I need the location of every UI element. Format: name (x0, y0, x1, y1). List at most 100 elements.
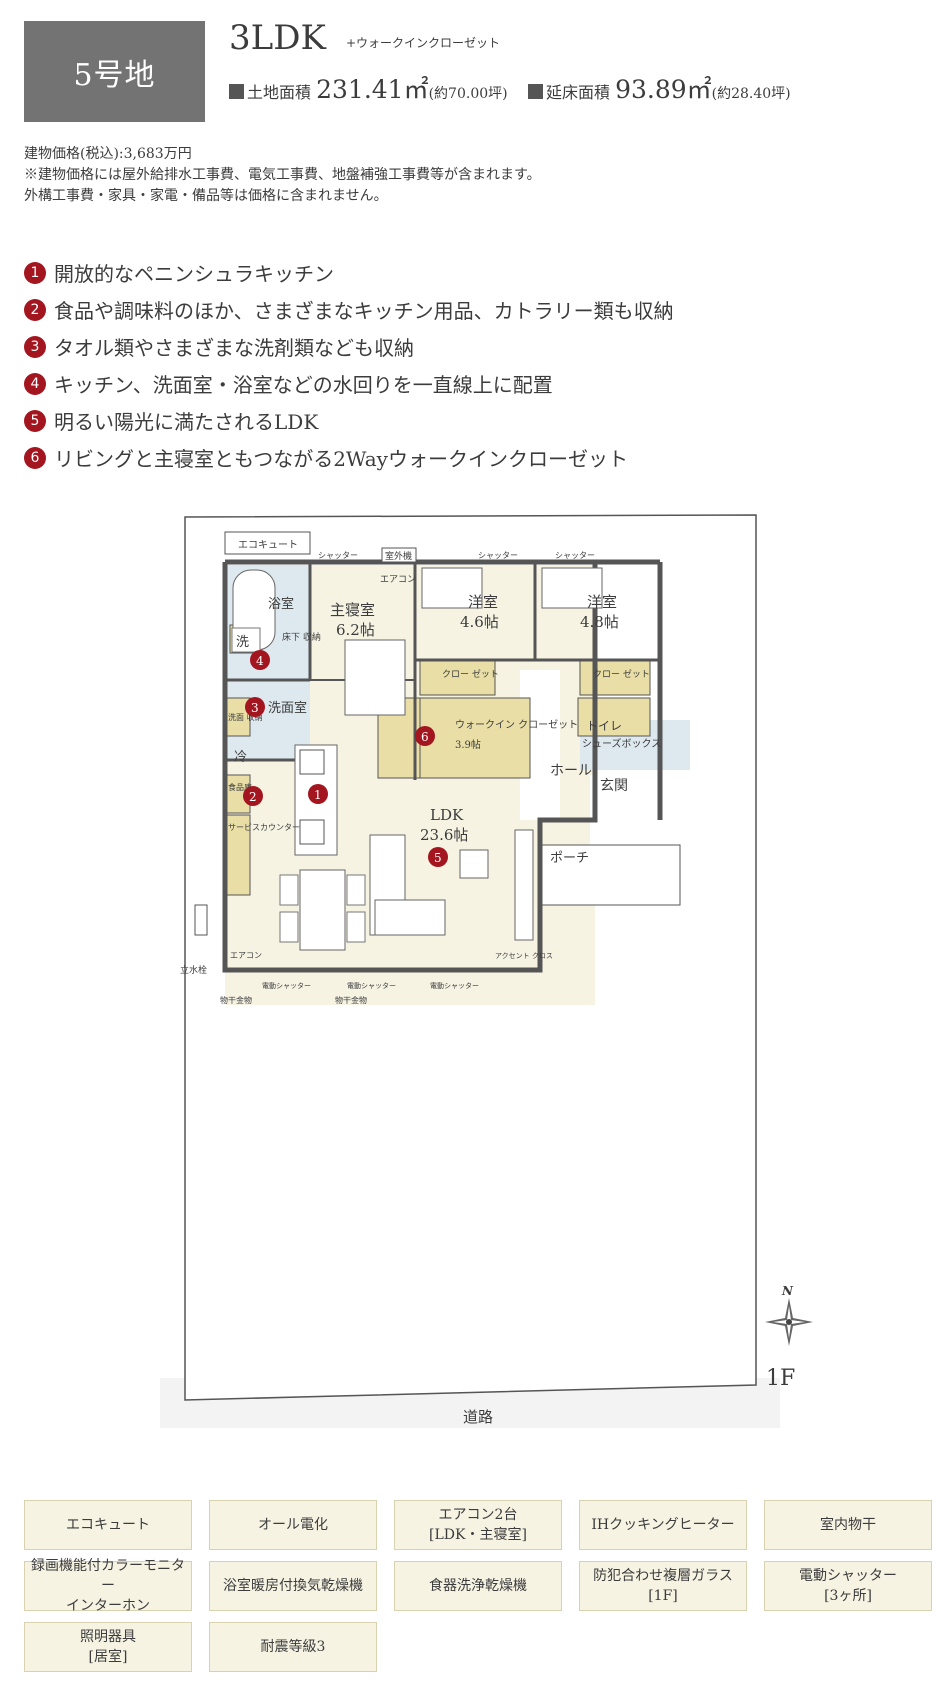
price-note: ※建物価格には屋外給排水工事費、電気工事費、地盤補強工事費等が含まれます。 (24, 167, 541, 183)
closet-2 (579, 659, 651, 696)
dining-chair (346, 911, 366, 943)
equipment-item: 食器洗浄乾燥機 (394, 1561, 562, 1611)
porch-label: ポーチ (550, 851, 589, 866)
compass-north-label: N (782, 1284, 793, 1298)
shoe-storage (577, 697, 651, 737)
service-counter-label: サービスカウンター (228, 823, 300, 832)
shutter-label: シャッター (478, 551, 518, 560)
feature-text: 開放的なペニンシュラキッチン (54, 262, 334, 286)
marker-6: 6 (415, 726, 435, 746)
outdoor-unit (381, 547, 417, 563)
feature-text: タオル類やさまざまな洗剤類なども収納 (54, 336, 414, 360)
western2-size: 4.8帖 (580, 613, 619, 631)
floor-plan-drawing: エコキュート 室外機 シャッター シャッター シャッター エアコン 浴室 床下 … (160, 514, 780, 1428)
svg-text:2: 2 (249, 790, 257, 804)
floor-plan: エコキュート 室外機 シャッター シャッター シャッター エアコン 浴室 床下 … (150, 500, 800, 1450)
hall-label: ホール (550, 763, 592, 779)
laundry-pole-label: 物干金物 (335, 995, 367, 1005)
ecocute-unit (224, 531, 311, 555)
floor-label: 1F (766, 1366, 796, 1391)
ih-cooktop-icon (299, 749, 325, 775)
elec-shutter-label: 電動シャッター (430, 981, 479, 990)
sink-icon (299, 819, 325, 845)
price-block: 建物価格(税込):3,683万円 ※建物価格には屋外給排水工事費、電気工事費、地… (24, 144, 541, 207)
feature-number: 5 (24, 409, 46, 432)
price-line: 建物価格(税込):3,683万円 (24, 146, 192, 162)
master-bed-bed (344, 639, 406, 716)
bed-1 (421, 567, 483, 609)
svg-text:4: 4 (256, 654, 264, 668)
ldk-label: LDK (430, 806, 464, 824)
wash-label: 洗 (236, 635, 249, 650)
walk-in-closet (419, 697, 531, 779)
land-area-tsubo: (約70.00坪) (428, 86, 508, 102)
plan-type: 3LDK (229, 18, 326, 58)
entrance-label: 玄関 (600, 777, 628, 794)
western2-label: 洋室 (587, 593, 617, 611)
equipment-item: 浴室暖房付換気乾燥機 (209, 1561, 377, 1611)
feature-item: 5 明るい陽光に満たされるLDK (24, 402, 674, 439)
dining-table (299, 869, 346, 951)
equipment-item: 電動シャッター [3ヶ所] (764, 1561, 932, 1611)
plan-type-sub: +ウォークインクローゼット (346, 36, 501, 50)
price-note: 外構工事費・家具・家電・備品等は価格に含まれません。 (24, 188, 388, 204)
equipment-item: エアコン2台 [LDK・主寝室] (394, 1500, 562, 1550)
svg-text:1: 1 (314, 788, 322, 802)
accent-cross-label: アクセント クロス (495, 952, 553, 960)
square-bullet-icon (527, 84, 543, 99)
area-row: 土地面積 231.41㎡(約70.00坪) 延床面積 93.89㎡(約28.40… (229, 70, 791, 106)
bed-2 (541, 567, 603, 609)
svg-text:6: 6 (421, 730, 429, 744)
closet1-label: クロー ゼット (442, 668, 499, 680)
closet-1 (419, 659, 496, 696)
entrance-area (590, 775, 680, 845)
floor-area-tsubo: (約28.40坪) (711, 86, 791, 102)
svg-text:3: 3 (251, 701, 259, 715)
shutter-label: シャッター (318, 551, 358, 560)
equipment-item: エコキュート (24, 1500, 192, 1550)
feature-number: 6 (24, 446, 46, 469)
feature-number: 1 (24, 261, 46, 284)
floor-area-label: 延床面積 (545, 83, 610, 102)
marker-2: 2 (243, 786, 263, 806)
road-label: 道路 (463, 1408, 494, 1426)
equipment-item: 耐震等級3 (209, 1622, 377, 1672)
master-bed-size: 6.2帖 (336, 621, 375, 639)
porch-area (539, 844, 681, 906)
wic-label: ウォークイン クローゼット (455, 719, 578, 731)
equipment-item: 防犯合わせ複層ガラス [1F] (579, 1561, 747, 1611)
western1-size: 4.6帖 (460, 613, 499, 631)
land-area-value: 231.41㎡ (316, 75, 429, 104)
coffee-table (459, 849, 489, 879)
shutter-label: シャッター (555, 551, 595, 560)
marker-3: 3 (245, 697, 265, 717)
outdoor-unit-2 (194, 904, 208, 936)
ldk-size: 23.6帖 (420, 826, 468, 844)
aircon2-label: エアコン (230, 951, 262, 960)
lot-badge: 5号地 (24, 21, 205, 122)
elec-shutter-label: 電動シャッター (262, 981, 311, 990)
feature-number: 3 (24, 335, 46, 358)
sofa-ottoman (374, 899, 446, 936)
washroom-label: 洗面室 (268, 700, 307, 716)
marker-5: 5 (428, 847, 448, 867)
equipment-item: 室内物干 (764, 1500, 932, 1550)
floor-area-value: 93.89㎡ (615, 75, 712, 104)
tv-board (514, 829, 534, 941)
dining-chair (346, 874, 366, 906)
bath-label: 浴室 (268, 596, 294, 612)
compass-rose-icon (765, 1298, 813, 1346)
laundry-pole-label: 物干金物 (220, 995, 252, 1005)
elec-shutter-label: 電動シャッター (347, 981, 396, 990)
washer (231, 627, 261, 653)
master-bed-label: 主寝室 (330, 601, 375, 619)
fridge-label: 冷 (234, 750, 247, 765)
ecocute-label: エコキュート (238, 540, 298, 551)
feature-item: 3 タオル類やさまざまな洗剤類なども収納 (24, 328, 674, 365)
equipment-item: IHクッキングヒーター (579, 1500, 747, 1550)
marker-4: 4 (250, 650, 270, 670)
feature-text: 明るい陽光に満たされるLDK (54, 410, 319, 434)
